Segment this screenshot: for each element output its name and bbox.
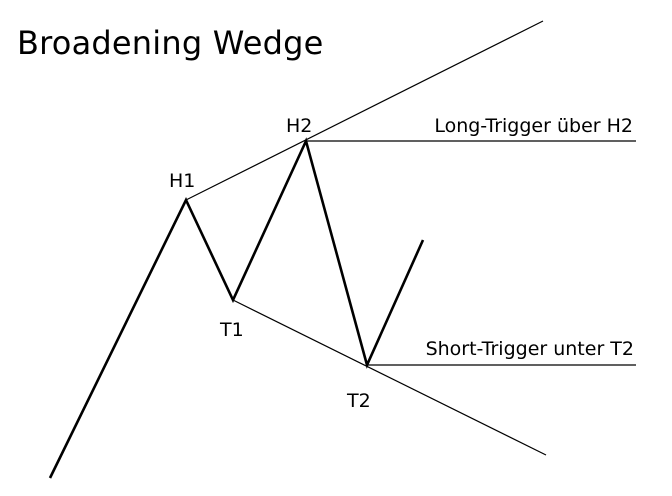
point-label-h2: H2 bbox=[286, 115, 312, 137]
page-title: Broadening Wedge bbox=[17, 24, 324, 62]
long-trigger-label: Long-Trigger über H2 bbox=[434, 115, 633, 137]
price-path bbox=[48, 137, 425, 479]
upper-trend-line bbox=[185, 20, 544, 201]
point-label-h1: H1 bbox=[169, 170, 195, 192]
point-label-t1: T1 bbox=[219, 319, 244, 341]
point-label-t2: T2 bbox=[346, 390, 371, 412]
short-trigger-label: Short-Trigger unter T2 bbox=[426, 338, 634, 360]
lower-trend-line bbox=[232, 299, 547, 456]
